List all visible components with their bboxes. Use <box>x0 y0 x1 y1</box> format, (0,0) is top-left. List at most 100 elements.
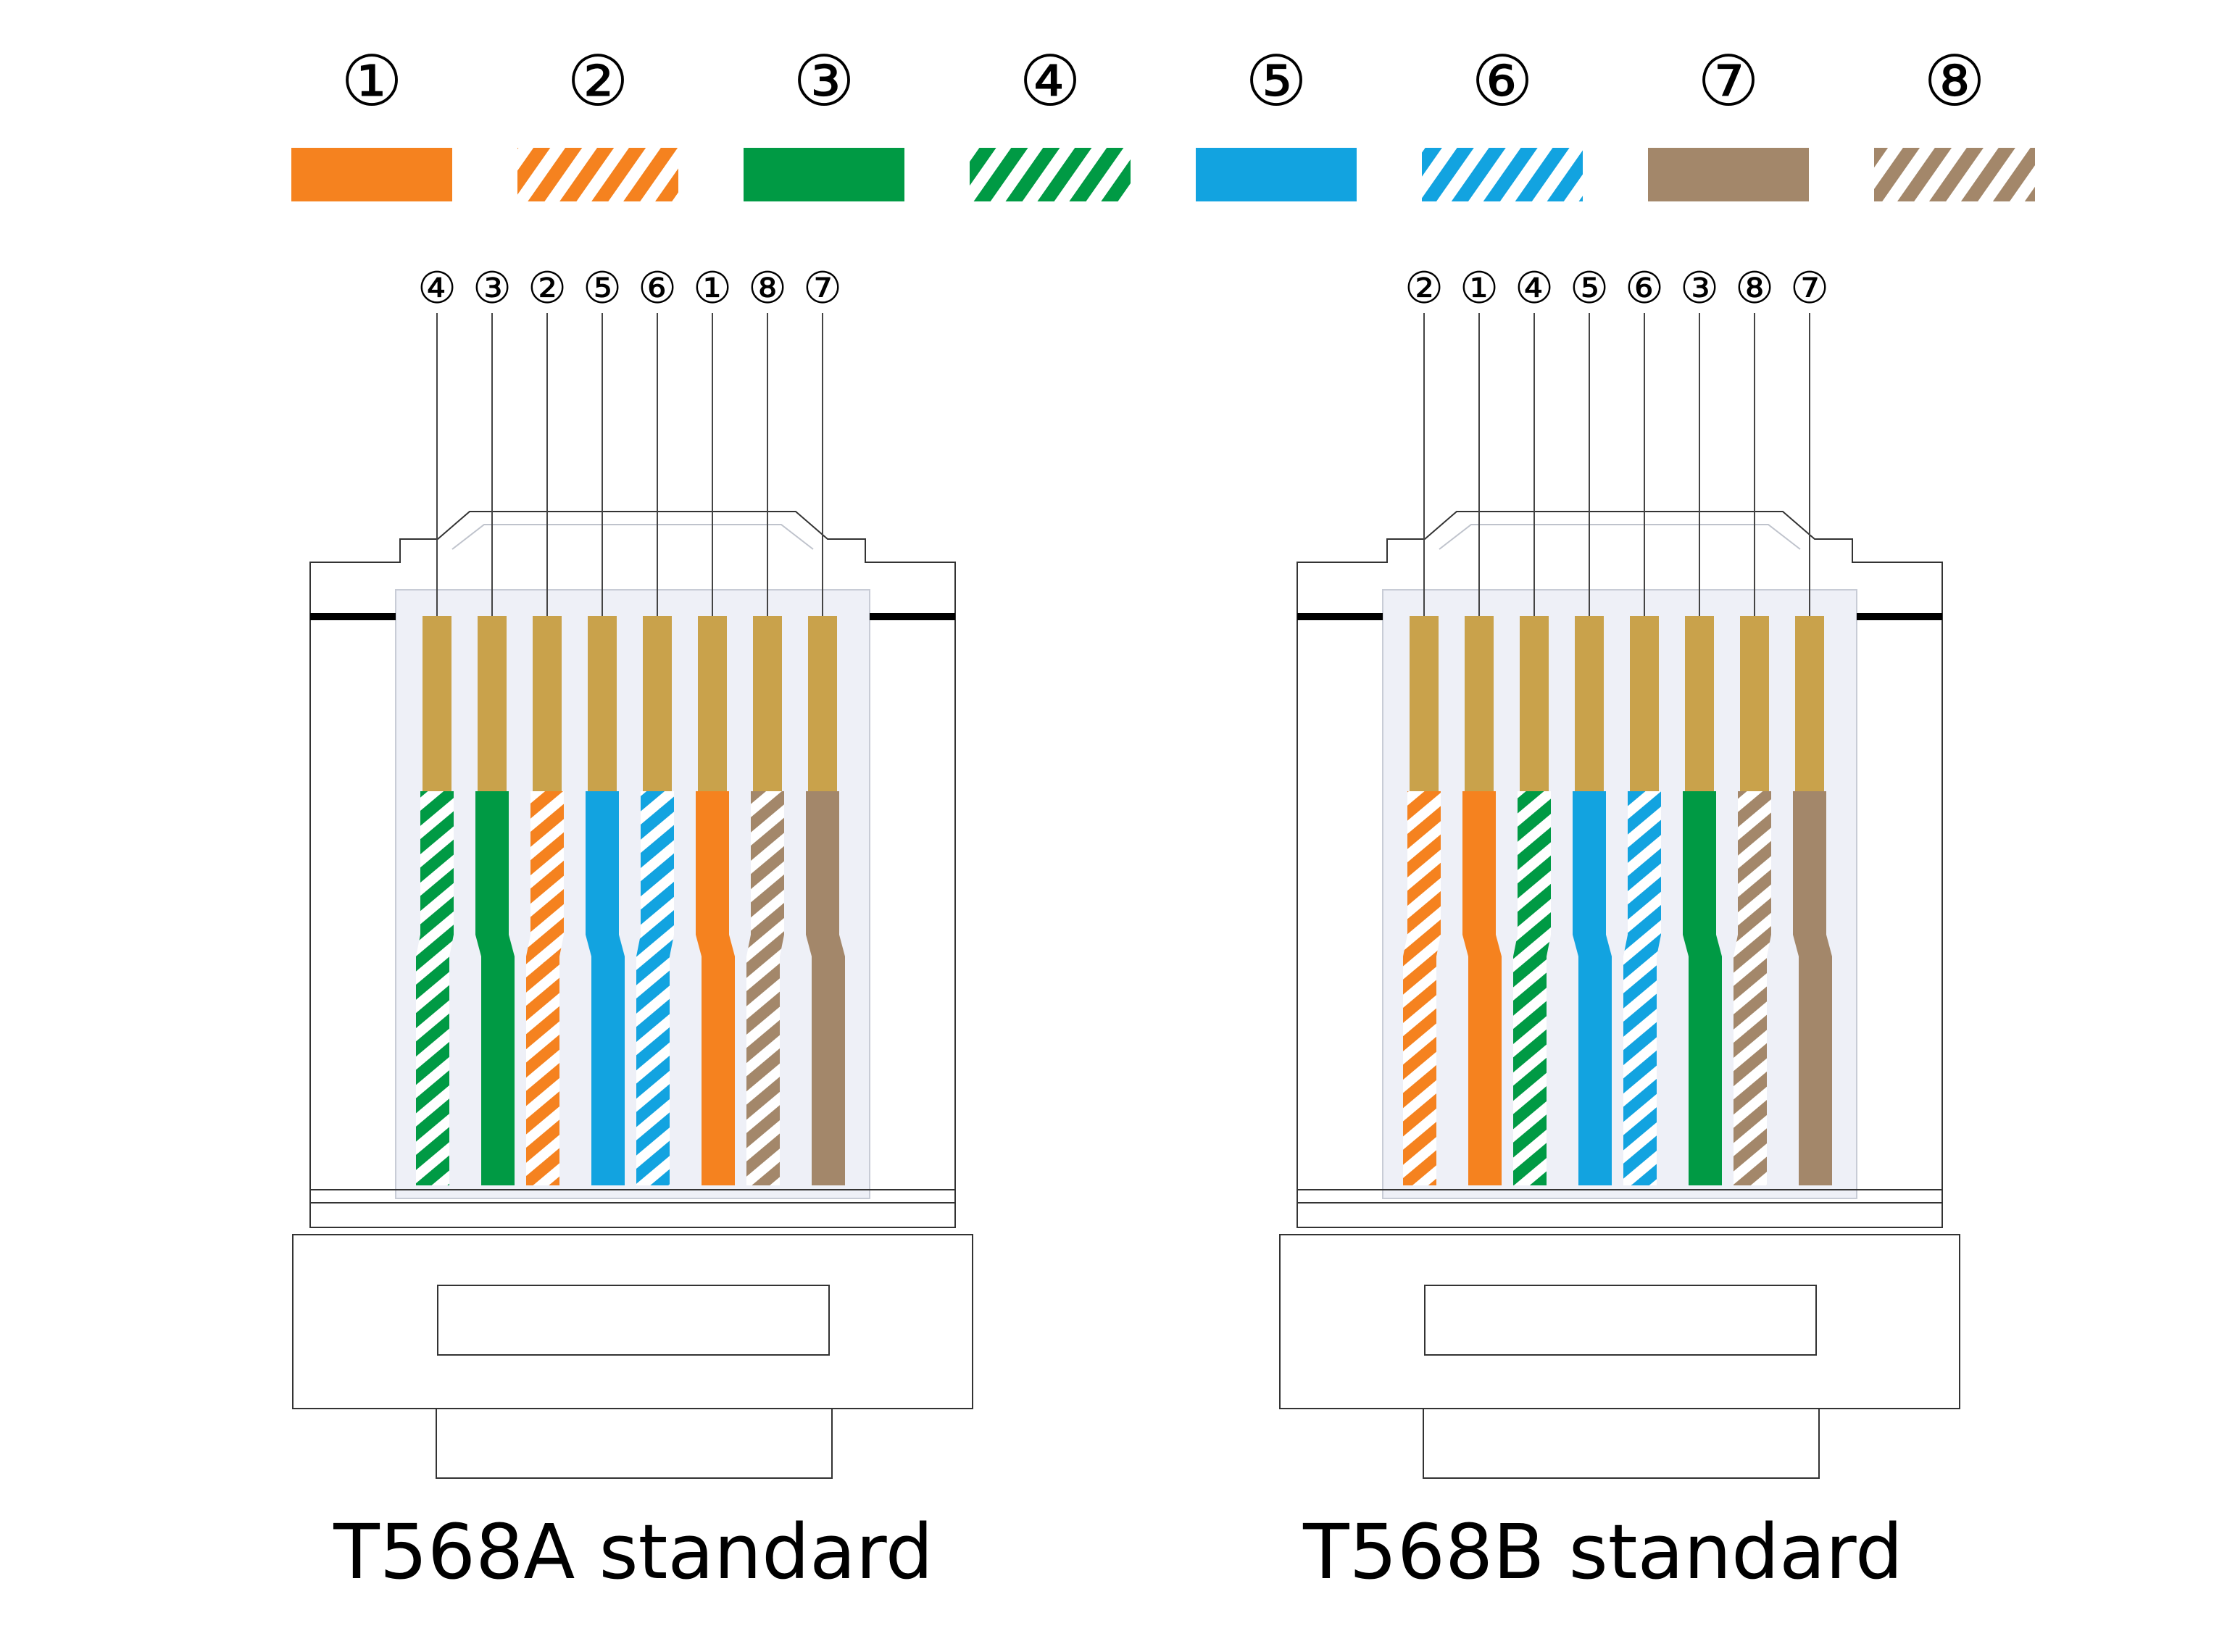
pin-label-7: ⑧ <box>1735 263 1774 314</box>
pin-2: ① <box>1460 263 1502 1185</box>
pin-8: ⑦ <box>803 263 845 1185</box>
pin-label-8: ⑦ <box>803 263 842 314</box>
wire-white-brown <box>1734 791 1771 1185</box>
gold-contact <box>1740 616 1769 794</box>
pin-3: ④ <box>1513 263 1554 1185</box>
pin-label-3: ④ <box>1515 263 1554 314</box>
legend-item-3: ③ <box>744 41 904 201</box>
gold-contact <box>753 616 782 794</box>
strain-relief-window <box>437 1285 830 1356</box>
gold-contact <box>1630 616 1659 794</box>
wire-green <box>1683 791 1722 1185</box>
latch-bar-left <box>1297 613 1383 620</box>
pin-label-2: ③ <box>473 263 512 314</box>
legend-item-2: ② <box>517 41 678 201</box>
pin-5: ⑥ <box>636 263 677 1185</box>
legend-item-7: ⑦ <box>1648 41 1809 201</box>
cable-stub <box>1423 1408 1820 1479</box>
wire-white-green <box>416 791 454 1185</box>
legend-number-8: ⑧ <box>1923 41 1986 122</box>
pin-label-5: ⑥ <box>1625 263 1664 314</box>
legend-swatch-green <box>744 148 904 201</box>
wire-brown <box>806 791 845 1185</box>
pin-label-6: ① <box>693 263 732 314</box>
gold-contact <box>478 616 507 794</box>
legend-item-5: ⑤ <box>1196 41 1357 201</box>
gold-contact <box>643 616 672 794</box>
wire-blue <box>586 791 625 1185</box>
pin-label-6: ③ <box>1680 263 1719 314</box>
gold-contact <box>533 616 562 794</box>
pin-5: ⑥ <box>1623 263 1664 1185</box>
wire-channel <box>1382 589 1857 1199</box>
t568b-title: T568B standard <box>1303 1508 1903 1596</box>
pin-6: ① <box>693 263 735 1185</box>
pin-label-2: ① <box>1460 263 1499 314</box>
pin-4: ⑤ <box>583 263 625 1185</box>
t568a-title: T568A standard <box>333 1508 933 1596</box>
housing-bevel <box>1439 524 1801 550</box>
wire-blue <box>1573 791 1612 1185</box>
strain-relief-window <box>1424 1285 1817 1356</box>
pin-8: ⑦ <box>1790 263 1832 1185</box>
wire-white-green <box>1513 791 1551 1185</box>
legend-swatch-orange <box>291 148 452 201</box>
gold-contact <box>698 616 727 794</box>
legend-item-1: ① <box>291 41 452 201</box>
wire-orange <box>1462 791 1502 1185</box>
wire-white-orange <box>526 791 564 1185</box>
latch-bar-left <box>310 613 396 620</box>
pin-label-4: ⑤ <box>583 263 622 314</box>
legend-swatch-white-green <box>970 148 1131 201</box>
legend-item-6: ⑥ <box>1422 41 1583 201</box>
gold-contact <box>1795 616 1824 794</box>
wire-white-brown <box>746 791 784 1185</box>
legend-swatch-blue <box>1196 148 1357 201</box>
legend-number-6: ⑥ <box>1471 41 1533 122</box>
legend-swatch-white-orange <box>517 148 678 201</box>
pin-label-1: ④ <box>417 263 457 314</box>
pin-label-3: ② <box>528 263 567 314</box>
latch-bar-right <box>1857 613 1942 620</box>
legend-swatch-white-brown <box>1874 148 2035 201</box>
pin-label-5: ⑥ <box>638 263 677 314</box>
gold-contact <box>1685 616 1714 794</box>
wire-white-blue <box>1623 791 1661 1185</box>
legend-swatch-white-blue <box>1422 148 1583 201</box>
gold-contact <box>1465 616 1494 794</box>
wire-brown <box>1793 791 1832 1185</box>
cable-stub <box>436 1408 833 1479</box>
gold-contact <box>588 616 617 794</box>
pin-4: ⑤ <box>1570 263 1612 1185</box>
gold-contact <box>808 616 837 794</box>
legend-number-4: ④ <box>1019 41 1081 122</box>
pin-label-1: ② <box>1404 263 1444 314</box>
pin-7: ⑧ <box>746 263 787 1185</box>
legend-number-3: ③ <box>793 41 855 122</box>
gold-contact <box>423 616 451 794</box>
latch-bar-right <box>870 613 955 620</box>
legend-item-4: ④ <box>970 41 1131 201</box>
wire-white-orange <box>1403 791 1441 1185</box>
wire-green <box>475 791 515 1185</box>
wire-channel <box>395 589 870 1199</box>
color-legend: ① ② ③ ④ ⑤ ⑥ ⑦ ⑧ <box>291 41 2035 201</box>
pin-label-8: ⑦ <box>1790 263 1829 314</box>
legend-swatch-brown <box>1648 148 1809 201</box>
legend-number-1: ① <box>341 41 403 122</box>
wire-orange <box>696 791 735 1185</box>
legend-number-2: ② <box>567 41 629 122</box>
pin-2: ③ <box>473 263 515 1185</box>
pin-label-7: ⑧ <box>748 263 787 314</box>
pin-label-4: ⑤ <box>1570 263 1609 314</box>
legend-number-7: ⑦ <box>1697 41 1760 122</box>
pin-1: ② <box>1403 263 1444 1185</box>
pin-6: ③ <box>1680 263 1722 1185</box>
gold-contact <box>1520 616 1549 794</box>
pin-3: ② <box>526 263 567 1185</box>
legend-item-8: ⑧ <box>1874 41 2035 201</box>
